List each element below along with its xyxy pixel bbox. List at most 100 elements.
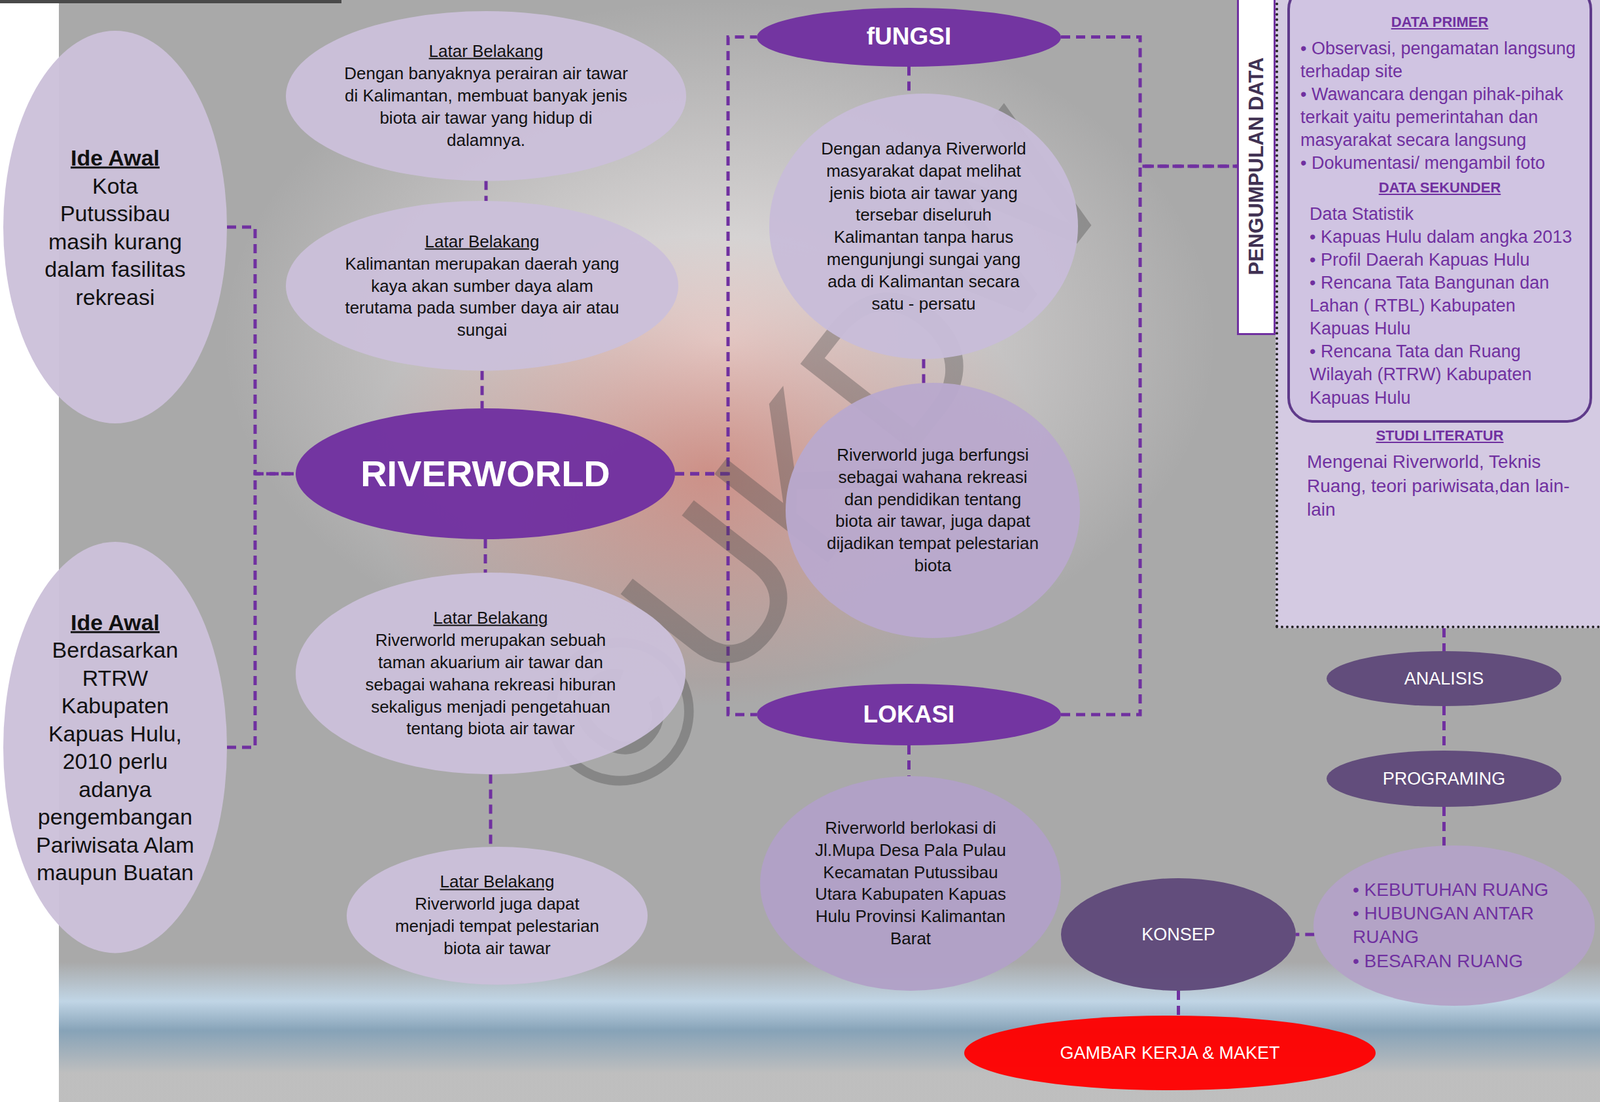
node-text: Ide Awal [34,143,196,173]
node-text: Latar Belakang [340,230,624,253]
step-ellipse: KONSEP [1060,877,1296,991]
dashed-connector [907,66,911,95]
node-text: Riverworld berlokasi di Jl.Mupa Desa Pal… [802,817,1020,950]
node-text: • Rencana Tata Bangunan dan Lahan ( RTBL… [1300,271,1580,341]
dashed-connector [226,226,296,474]
text-group: GAMBAR KERJA & MAKET [994,1042,1345,1063]
text-group: Dengan adanya Riverworld masyarakat dapa… [812,138,1035,315]
ellipse-fill [785,382,1080,638]
text-group: fUNGSI [787,22,1031,52]
dashed-connector [1295,932,1315,937]
ellipse-shape [3,30,227,424]
dashed-connector [484,539,488,573]
node-text: DATA SEKUNDER [1300,178,1580,198]
heading-pill: LOKASI [756,683,1061,746]
ellipse-fill [1313,845,1595,1006]
node-text: Berdasarkan RTRW Kabupaten Kapuas Hulu, … [34,635,196,887]
node-text: • Kapuas Hulu dalam angka 2013 [1300,225,1580,249]
dashed-connector [907,745,911,776]
heading-pill: fUNGSI [756,7,1061,67]
dashed-connector [1176,990,1181,1016]
dashed-connector [1442,806,1446,846]
ellipse-shape [769,93,1079,360]
node-text: Mengenai Riverworld, Teknis Ruang, teori… [1287,450,1593,522]
node-text: • HUBUNGAN ANTAR RUANG [1352,901,1556,950]
vertical-band: PENGUMPULAN DATA [1236,0,1276,335]
ellipse-fill [3,30,227,424]
node-text: Dengan adanya Riverworld masyarakat dapa… [812,138,1035,315]
ellipse-fill [1326,750,1562,807]
ellipse-fill [3,541,227,953]
text-group: DATA PRIMER• Observasi, pengamatan langs… [1300,13,1580,410]
dashed-connector [1442,627,1446,651]
ellipse-fill [285,11,687,182]
node-text: Kota Putussibau masih kurang dalam fasil… [34,171,196,311]
text-group: PROGRAMING [1344,767,1544,789]
background-ellipse: Latar BelakangDengan banyaknya perairan … [285,11,687,182]
data-box: DATA PRIMER• Observasi, pengamatan langs… [1287,0,1593,423]
ellipse-fill [295,572,686,774]
node-text: Ide Awal [34,607,196,636]
node-text: • Dokumentasi/ mengambil foto [1300,151,1580,175]
node-text: • Wawancara dengan pihak-pihak terkait y… [1300,83,1580,152]
step-pill: ANALISIS [1326,650,1562,706]
text-group: STUDI LITERATUR Mengenai Riverworld, Tekn… [1287,422,1593,522]
location-ellipse: Riverworld berlokasi di Jl.Mupa Desa Pal… [760,775,1061,991]
background-ellipse: Latar BelakangRiverworld juga dapat menj… [346,846,648,985]
function-ellipse: Dengan adanya Riverworld masyarakat dapa… [769,93,1079,360]
ellipse-fill [756,7,1061,67]
ellipse-fill [760,775,1061,991]
node-text: Data Statistik [1300,202,1580,226]
background-ellipse: Latar BelakangKalimantan merupakan daera… [285,200,679,371]
ellipse-shape [295,572,686,774]
node-text: Dengan banyaknya perairan air tawar di K… [342,62,631,152]
dashed-connector [489,774,493,848]
node-text: fUNGSI [787,22,1031,52]
ellipse-shape [1313,845,1595,1006]
node-text: • BESARAN RUANG [1352,949,1556,973]
data-panel: DATA PRIMER• Observasi, pengamatan langs… [1275,0,1600,628]
node-text: • Profil Daerah Kapuas Hulu [1300,248,1580,272]
node-text: Riverworld merupakan sebuah taman akuari… [350,629,632,740]
main-ellipse: RIVERWORLD [295,408,676,540]
node-text: GAMBAR KERJA & MAKET [994,1042,1345,1063]
text-group: • KEBUTUHAN RUANG• HUBUNGAN ANTAR RUANG•… [1352,877,1556,974]
text-group: PENGUMPULAN DATA [1244,57,1269,276]
node-text: Latar Belakang [389,871,606,894]
dashed-connector [1442,705,1446,751]
list-ellipse: • KEBUTUHAN RUANG• HUBUNGAN ANTAR RUANG•… [1313,845,1595,1006]
text-group: Ide AwalBerdasarkan RTRW Kabupaten Kapua… [34,607,196,886]
text-group: Ide AwalKota Putussibau masih kurang dal… [34,143,196,311]
text-group: Riverworld berlokasi di Jl.Mupa Desa Pal… [802,817,1020,950]
text-group: Latar BelakangRiverworld juga dapat menj… [389,871,606,960]
node-text: PENGUMPULAN DATA [1244,57,1269,276]
text-group: LOKASI [787,699,1031,729]
node-text: • Observasi, pengamatan langsung terhada… [1300,37,1580,84]
node-text: Kalimantan merupakan daerah yang kaya ak… [340,252,624,341]
ellipse-shape [785,382,1080,638]
dashed-connector [484,180,488,201]
node-text: PROGRAMING [1344,767,1544,789]
ellipse-fill [756,683,1061,746]
node-text: KONSEP [1084,923,1273,945]
node-text: ANALISIS [1344,667,1544,689]
ellipse-fill [295,408,676,540]
dashed-connector [226,473,296,748]
node-text: LOKASI [787,699,1031,729]
node-text: Latar Belakang [342,40,631,63]
node-text: Latar Belakang [350,607,632,630]
ellipse-fill [285,200,679,371]
ellipse-fill [346,846,648,985]
node-text: STUDI LITERATUR [1287,426,1593,446]
function-ellipse: Riverworld juga berfungsi sebagai wahana… [785,382,1080,638]
node-text: RIVERWORLD [329,451,642,496]
node-text: • Rencana Tata dan Ruang Wilayah (RTRW) … [1300,340,1580,409]
ellipse-shape [3,541,227,953]
node-text: Riverworld juga berfungsi sebagai wahana… [826,444,1039,577]
step-pill: PROGRAMING [1326,750,1562,807]
background-ellipse: Latar BelakangRiverworld merupakan sebua… [295,572,686,774]
ellipse-fill [769,93,1079,360]
ellipse-fill [1060,877,1296,991]
node-text: • KEBUTUHAN RUANG [1352,877,1556,902]
